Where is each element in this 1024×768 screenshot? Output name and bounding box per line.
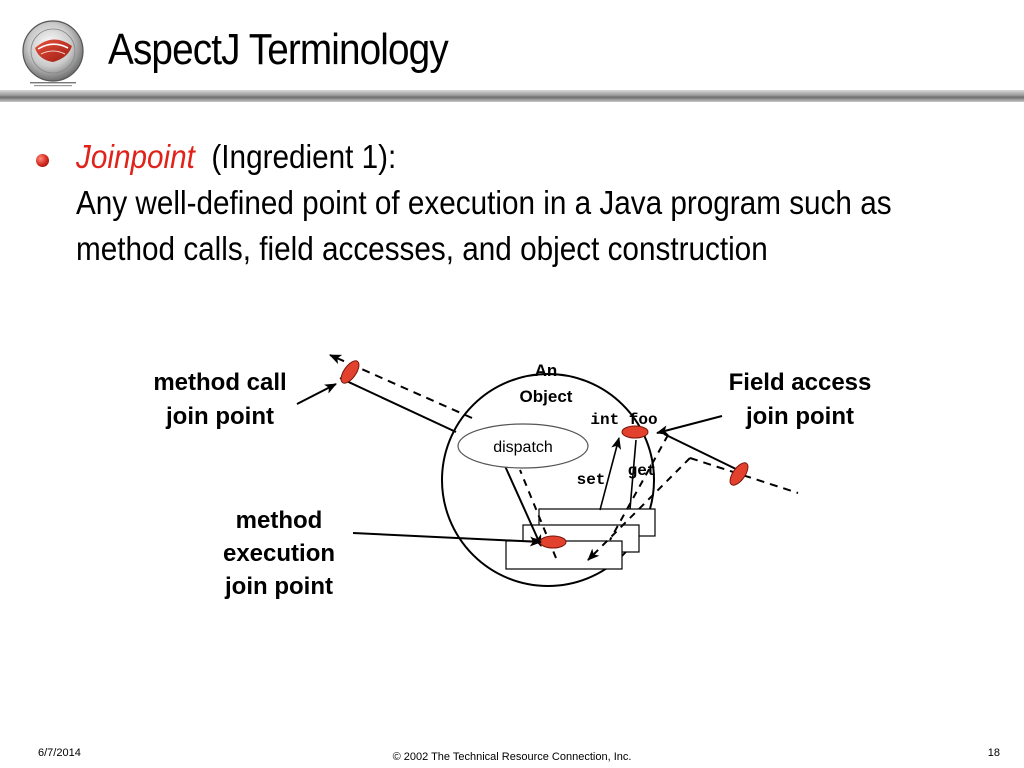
object-label-line-2: Object bbox=[520, 387, 573, 406]
company-logo-icon bbox=[22, 20, 84, 87]
title-divider bbox=[0, 90, 1024, 102]
field-access-solid-line bbox=[663, 433, 739, 471]
footer-page-number: 18 bbox=[987, 747, 1000, 759]
field-access-outer-join-point bbox=[729, 462, 749, 486]
object-label-line-1: An bbox=[535, 361, 558, 380]
method-call-join-point bbox=[340, 360, 360, 384]
field-label: int foo bbox=[590, 411, 657, 429]
method-execution-pointer bbox=[352, 532, 542, 547]
footer-date: 6/7/2014 bbox=[38, 747, 81, 759]
field-access-join-point bbox=[621, 425, 649, 439]
field-access-label-line-2: join point bbox=[745, 403, 854, 430]
field-dashed-line-2 bbox=[587, 457, 691, 561]
method-call-pointer bbox=[296, 383, 337, 405]
term-joinpoint: Joinpoint bbox=[76, 138, 195, 175]
set-line bbox=[599, 437, 622, 511]
method-execution-join-point bbox=[539, 535, 567, 549]
field-access-pointer bbox=[656, 415, 723, 436]
slide-title: AspectJ Terminology bbox=[108, 25, 449, 74]
get-label: get bbox=[628, 462, 657, 480]
method-call-label-line-1: method call bbox=[153, 369, 286, 396]
set-label: set bbox=[577, 471, 606, 489]
footer-copyright: © 2002 The Technical Resource Connection… bbox=[392, 751, 632, 763]
method-call-label-line-2: join point bbox=[165, 403, 274, 430]
field-access-label-line-1: Field access bbox=[729, 369, 872, 396]
bullet-line-1: Joinpoint (Ingredient 1): bbox=[76, 134, 913, 180]
dispatch-ellipse bbox=[457, 423, 589, 469]
dispatch-to-method-line bbox=[504, 465, 542, 547]
dispatch-label: dispatch bbox=[493, 439, 553, 456]
bullet-text: Joinpoint (Ingredient 1): Any well-defin… bbox=[76, 134, 913, 272]
field-dashed-line-1 bbox=[609, 434, 669, 541]
method-call-solid-line bbox=[339, 377, 457, 433]
method-execution-label-line-3: join point bbox=[224, 573, 333, 600]
method-execution-label-line-2: execution bbox=[223, 540, 335, 567]
ingredient-label: (Ingredient 1): bbox=[211, 138, 397, 175]
get-line bbox=[629, 439, 637, 510]
bullet-icon bbox=[36, 154, 49, 167]
bullet-line-3: method calls, field accesses, and object… bbox=[76, 230, 768, 267]
bullet-line-2: Any well-defined point of execution in a… bbox=[76, 184, 892, 221]
method-execution-label-line-1: method bbox=[236, 507, 323, 534]
